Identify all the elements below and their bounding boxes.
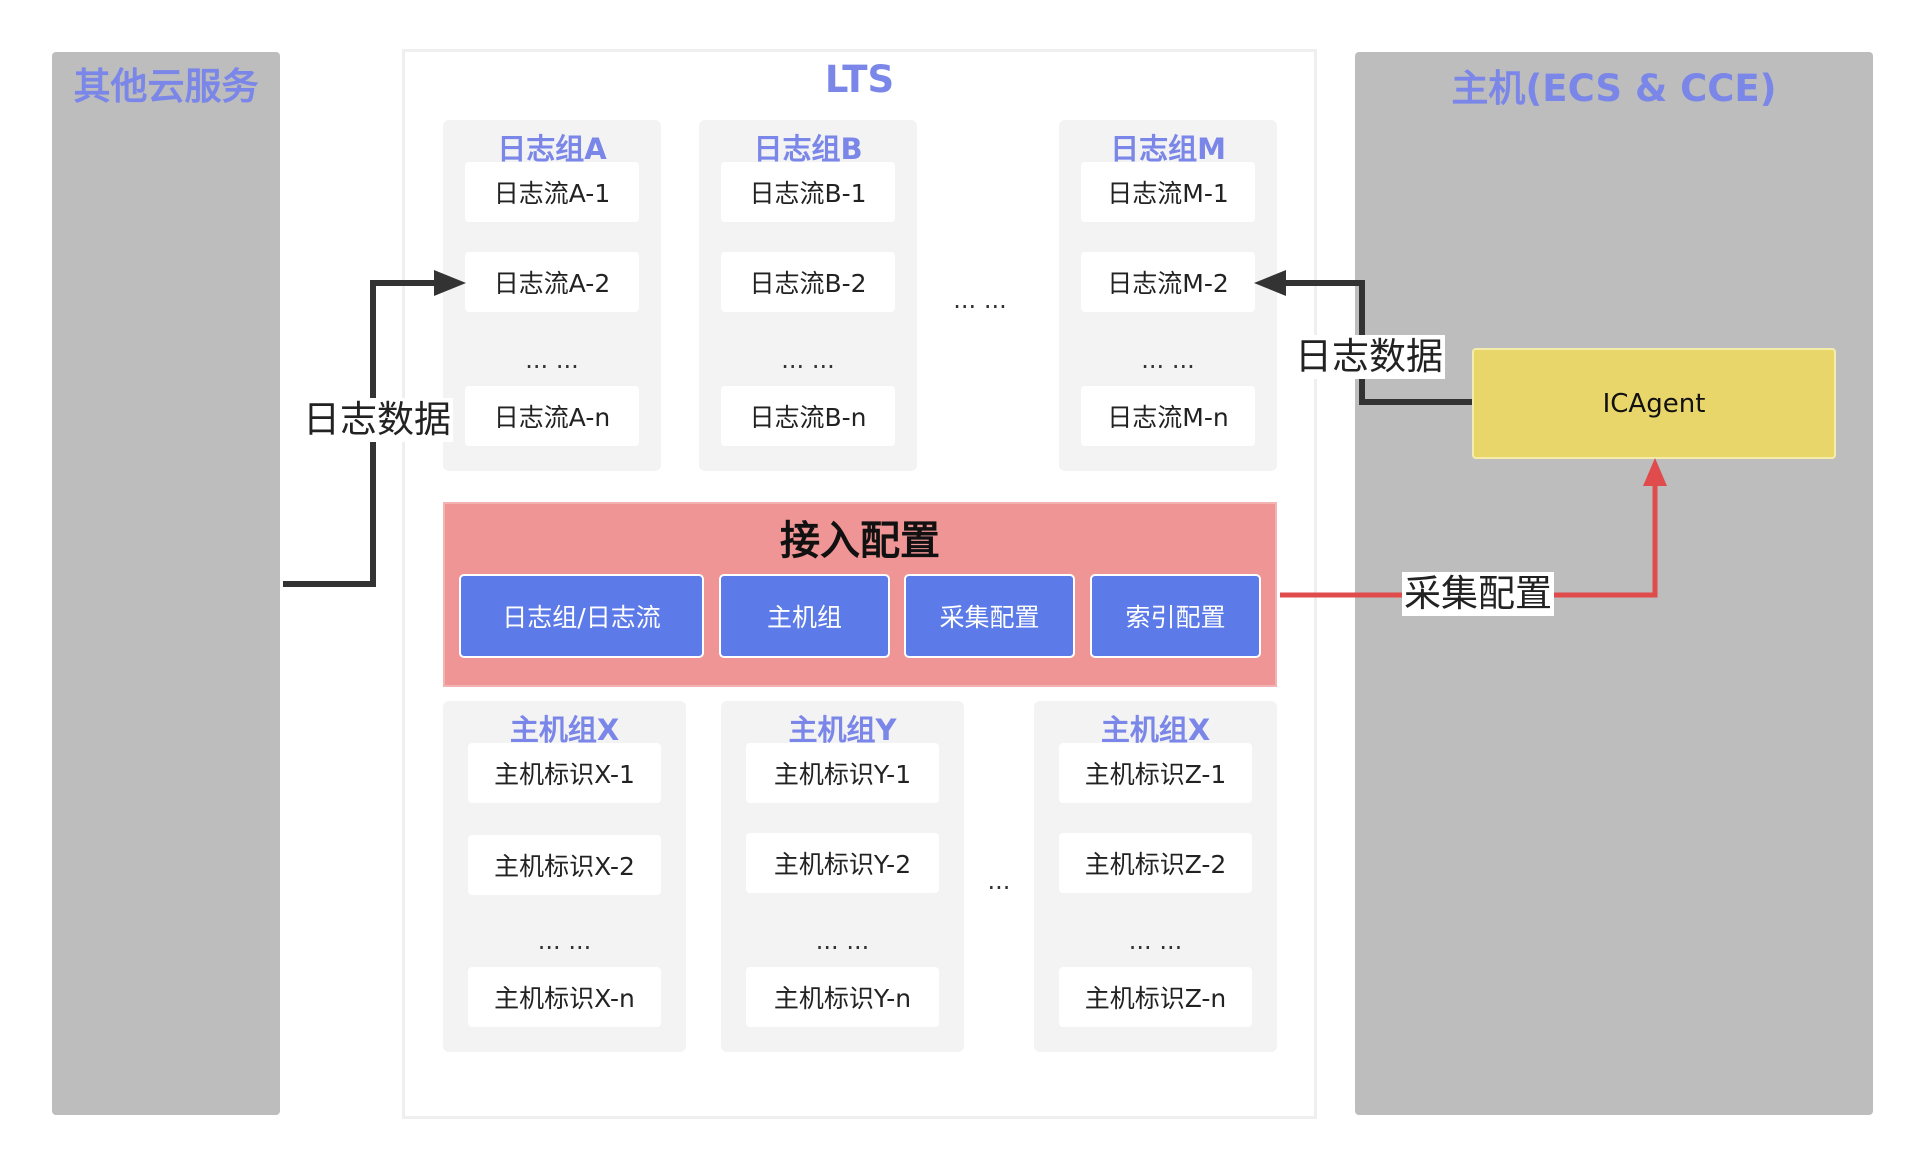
right-data-label: 日志数据 xyxy=(1293,335,1445,379)
collect-config-label: 采集配置 xyxy=(1402,572,1554,616)
index-config-button[interactable]: 索引配置 xyxy=(1090,574,1261,658)
access-config-title: 接入配置 xyxy=(780,518,940,564)
log-group-title: 日志组M xyxy=(1110,132,1226,166)
log-stream[interactable]: 日志流A-1 xyxy=(465,162,639,222)
host-id[interactable]: 主机标识X-n xyxy=(468,967,661,1027)
host-id[interactable]: 主机标识Z-n xyxy=(1059,967,1252,1027)
ellipsis: ... ... xyxy=(781,346,835,374)
log-stream[interactable]: 日志流M-2 xyxy=(1081,252,1255,312)
host-id[interactable]: 主机标识Y-1 xyxy=(746,743,939,803)
host-group-x: 主机组X 主机标识X-1 主机标识X-2 ... ... 主机标识X-n xyxy=(443,701,686,1052)
icagent-box[interactable]: ICAgent xyxy=(1472,348,1836,459)
host-id[interactable]: 主机标识X-1 xyxy=(468,743,661,803)
host-panel-title: 主机(ECS & CCE) xyxy=(1451,67,1777,110)
host-id[interactable]: 主机标识Z-1 xyxy=(1059,743,1252,803)
log-stream[interactable]: 日志流B-2 xyxy=(721,252,895,312)
host-id[interactable]: 主机标识X-2 xyxy=(468,835,661,895)
collect-config-button[interactable]: 采集配置 xyxy=(904,574,1075,658)
ellipsis: ... ... xyxy=(537,927,592,955)
host-id[interactable]: 主机标识Z-2 xyxy=(1059,833,1252,893)
log-stream[interactable]: 日志流A-2 xyxy=(465,252,639,312)
log-stream[interactable]: 日志流M-n xyxy=(1081,386,1255,446)
log-group-title: 日志组B xyxy=(753,132,863,166)
log-stream[interactable]: 日志流M-1 xyxy=(1081,162,1255,222)
host-group-y: 主机组Y 主机标识Y-1 主机标识Y-2 ... ... 主机标识Y-n xyxy=(721,701,964,1052)
host-group-button[interactable]: 主机组 xyxy=(719,574,890,658)
log-group-stream-button[interactable]: 日志组/日志流 xyxy=(459,574,704,658)
host-id[interactable]: 主机标识Y-n xyxy=(746,967,939,1027)
host-groups-gap-ellipsis: ... xyxy=(987,867,1011,895)
log-groups-gap-ellipsis: ... ... xyxy=(953,286,1007,314)
host-group-title: 主机组Y xyxy=(788,713,897,747)
other-cloud-services-title: 其他云服务 xyxy=(73,65,259,108)
log-group-a: 日志组A 日志流A-1 日志流A-2 ... ... 日志流A-n xyxy=(443,120,661,471)
access-config-panel: 接入配置 日志组/日志流 主机组 采集配置 索引配置 xyxy=(443,502,1277,687)
log-stream[interactable]: 日志流B-n xyxy=(721,386,895,446)
ellipsis: ... ... xyxy=(815,927,870,955)
other-cloud-services-panel: 其他云服务 xyxy=(52,52,280,1115)
ellipsis: ... ... xyxy=(525,346,579,374)
left-data-label: 日志数据 xyxy=(301,398,453,442)
log-stream[interactable]: 日志流B-1 xyxy=(721,162,895,222)
log-group-b: 日志组B 日志流B-1 日志流B-2 ... ... 日志流B-n xyxy=(699,120,917,471)
host-group-title: 主机组X xyxy=(1100,713,1211,747)
log-group-m: 日志组M 日志流M-1 日志流M-2 ... ... 日志流M-n xyxy=(1059,120,1277,471)
lts-title: LTS xyxy=(824,58,895,101)
log-stream[interactable]: 日志流A-n xyxy=(465,386,639,446)
host-id[interactable]: 主机标识Y-2 xyxy=(746,833,939,893)
ellipsis: ... ... xyxy=(1141,346,1195,374)
log-group-title: 日志组A xyxy=(497,132,607,166)
host-group-z: 主机组X 主机标识Z-1 主机标识Z-2 ... ... 主机标识Z-n xyxy=(1034,701,1277,1052)
ellipsis: ... ... xyxy=(1128,927,1183,955)
host-group-title: 主机组X xyxy=(509,713,620,747)
